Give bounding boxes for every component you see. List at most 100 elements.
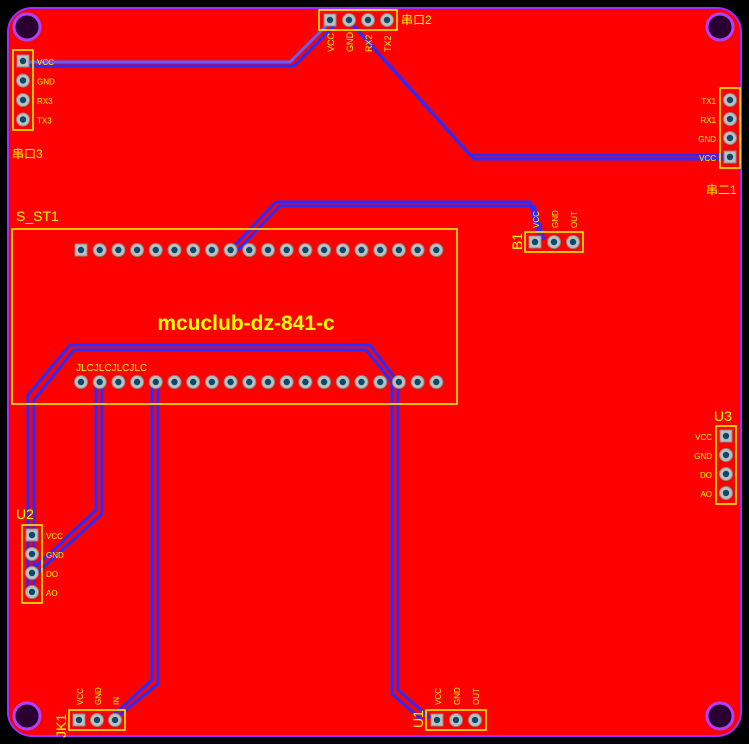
u3-pin (719, 486, 733, 500)
b1-pin-label: OUT (570, 211, 579, 228)
board-title: mcuclub-dz-841-c (157, 312, 335, 335)
b1-pin-label: GND (551, 210, 560, 228)
uart1-pin (723, 93, 737, 107)
dip-top-pin (242, 243, 257, 257)
traces (22, 20, 730, 722)
mounting-holes (12, 12, 735, 731)
u1-pin-label: VCC (434, 688, 443, 705)
u2-pin (25, 585, 39, 599)
uart3-pin (16, 112, 30, 127)
u1-label: U1 (410, 710, 426, 728)
uart3-pin-label: RX3 (37, 97, 53, 106)
uart3-label: 串口3 (12, 147, 43, 161)
pin-headers (16, 13, 737, 727)
b1-pin (566, 235, 580, 249)
dip-top-pin (354, 243, 369, 257)
dip-bottom-pin (186, 375, 201, 389)
u2-pin (25, 528, 39, 542)
u2-label: U2 (16, 506, 34, 522)
board-outline (7, 7, 742, 737)
dip-top-pin (335, 243, 350, 257)
u3-pin (719, 467, 733, 481)
dip-top-pin (298, 243, 313, 257)
u2-pin (25, 547, 39, 561)
dip-bottom-pin (335, 375, 350, 389)
u3-pin (719, 429, 733, 443)
dip-top-pin (92, 243, 107, 257)
uart1-pin-label: GND (698, 135, 716, 144)
uart3-pin (16, 93, 30, 107)
uart1-pin (723, 112, 737, 126)
dip-bottom-pin (167, 375, 182, 389)
uart1-pin (723, 150, 737, 164)
uart1-outline (719, 87, 741, 169)
dip-bottom-pin (223, 375, 238, 389)
uart1-pin-label: VCC (699, 154, 716, 163)
uart3-pin-label: GND (37, 78, 55, 87)
u1-pin (430, 713, 444, 727)
dip-top-pin (223, 243, 238, 257)
u1-outline (425, 709, 487, 731)
uart2-pin-label: RX2 (364, 34, 374, 52)
uart2-pin (342, 13, 356, 27)
jk1-outline (68, 709, 126, 731)
u1-pin-label: OUT (472, 688, 481, 705)
uart3-pin (16, 73, 30, 88)
s-st1-label: S_ST1 (16, 208, 59, 224)
b1-label: B1 (509, 233, 525, 250)
dip-top-pin (111, 243, 126, 257)
dip-top-pin (130, 243, 145, 257)
u3-outline (715, 425, 737, 505)
uart3-pin-label: TX3 (37, 117, 52, 126)
dip-bottom-pin (298, 375, 313, 389)
dip-top-pin (148, 243, 163, 257)
jk1-pin-label: VCC (76, 688, 85, 705)
jk1-pin (108, 713, 122, 727)
dip-top-pin (279, 243, 294, 257)
u2-outline (21, 524, 43, 604)
jk1-pin (72, 713, 86, 727)
dip-top-pin (167, 243, 182, 257)
uart1-label: 串二1 (706, 183, 737, 197)
dip-top-pin (373, 243, 388, 257)
dip-bottom-pin (429, 375, 444, 389)
dip-bottom-pin (111, 375, 126, 389)
dip-bottom-pin (261, 375, 275, 389)
dip-bottom-pin (317, 375, 332, 389)
uart1-pin-label: RX1 (700, 116, 716, 125)
u3-label: U3 (714, 408, 732, 424)
dip-top-pin (317, 243, 332, 257)
uart3-outline (12, 49, 34, 131)
u3-pin-label: AO (700, 490, 712, 499)
b1-pin (528, 235, 542, 249)
b1-pin-label: VCC (532, 211, 541, 228)
dip-bottom-pin (74, 375, 88, 389)
u2-pin-label: DO (46, 570, 58, 579)
uart2-pin-label: TX2 (383, 35, 393, 52)
jk1-pin-label: IN (112, 697, 121, 705)
dip-top-pin (261, 243, 275, 257)
dip-bottom-pin (242, 375, 257, 389)
uart2-outline (318, 9, 398, 31)
uart2-pin-label: VCC (326, 32, 336, 52)
dip-top-pin (186, 243, 201, 257)
dip-bottom-pin (204, 375, 219, 389)
u2-pin-label: VCC (46, 532, 63, 541)
uart2-pin (380, 13, 394, 27)
dip-top-pin (429, 243, 444, 257)
u2-pin-label: AO (46, 589, 58, 598)
dip-bottom-pin (130, 375, 145, 389)
dip-bottom-pin (279, 375, 294, 389)
jk1-pin-label: GND (94, 687, 103, 705)
uart2-pin (323, 13, 337, 27)
dip-top-pin (391, 243, 406, 257)
dip-bottom-pin (391, 375, 406, 389)
uart3-pin-label: VCC (37, 58, 54, 67)
dip-bottom-pin (410, 375, 425, 389)
u2-pin-label: GND (46, 551, 64, 560)
uart1-pin (723, 131, 737, 145)
dip-top-pin (410, 243, 425, 257)
u1-pin-label: GND (453, 687, 462, 705)
